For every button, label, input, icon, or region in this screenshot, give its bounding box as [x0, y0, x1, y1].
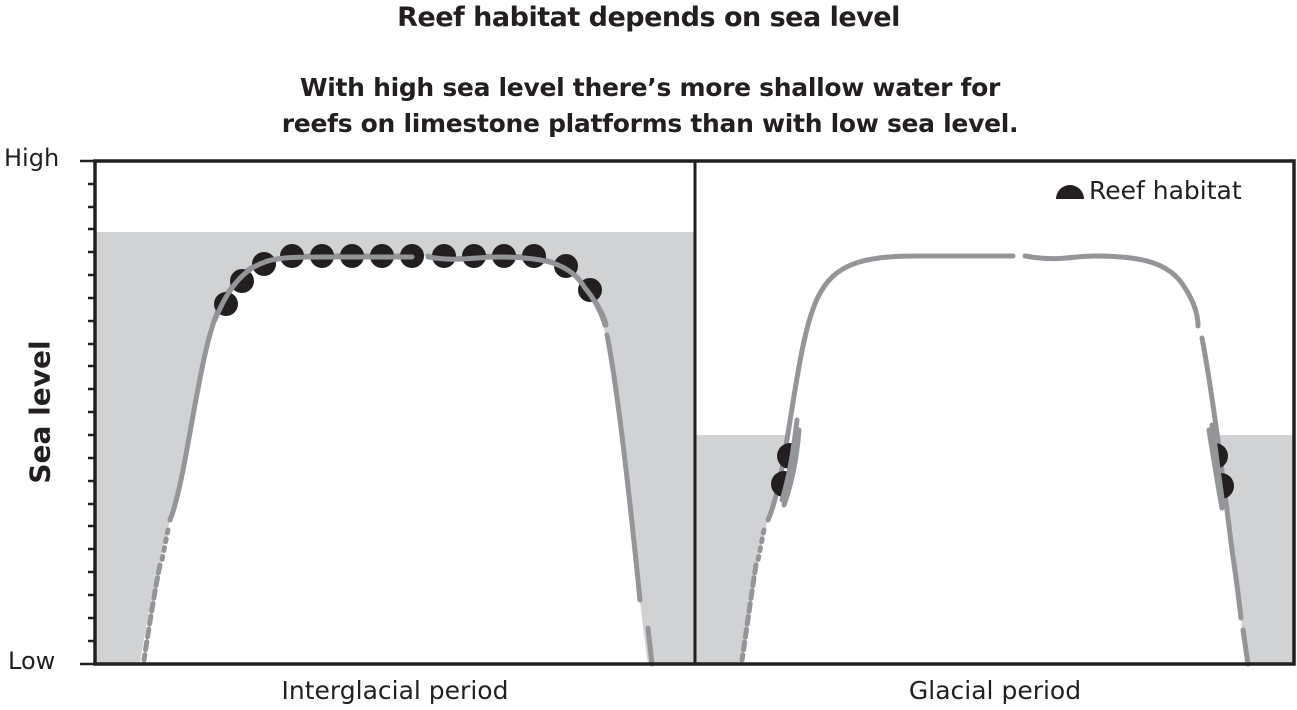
diagram-title: Reef habitat depends on sea level	[397, 2, 900, 33]
interglacial-platform-body	[140, 256, 648, 664]
interglacial-reef-base	[212, 254, 608, 328]
diagram-subtitle: With high sea level there’s more shallow…	[250, 70, 1050, 142]
y-axis-ticks	[80, 159, 95, 666]
interglacial-panel-label: Interglacial period	[281, 676, 509, 705]
glacial-platform-outline	[739, 253, 1251, 667]
y-axis-low-label: Low	[8, 647, 56, 675]
reef-semicircle-icon	[1056, 184, 1084, 199]
y-axis-title: Sea level	[23, 340, 57, 484]
legend-label: Reef habitat	[1089, 176, 1242, 205]
subtitle-line-2: reefs on limestone platforms than with l…	[281, 109, 1019, 138]
glacial-platform-body	[740, 256, 1245, 664]
glacial-panel-label: Glacial period	[908, 676, 1082, 705]
legend: Reef habitat	[1055, 176, 1242, 205]
glacial-right-reef-mask	[1196, 440, 1220, 502]
reef-habitat	[432, 244, 456, 268]
subtitle-line-1: With high sea level there’s more shallow…	[299, 73, 1001, 102]
reef-habitat	[230, 269, 254, 293]
glacial-flank-outline	[781, 427, 1225, 511]
y-axis-high-label: High	[4, 144, 60, 172]
